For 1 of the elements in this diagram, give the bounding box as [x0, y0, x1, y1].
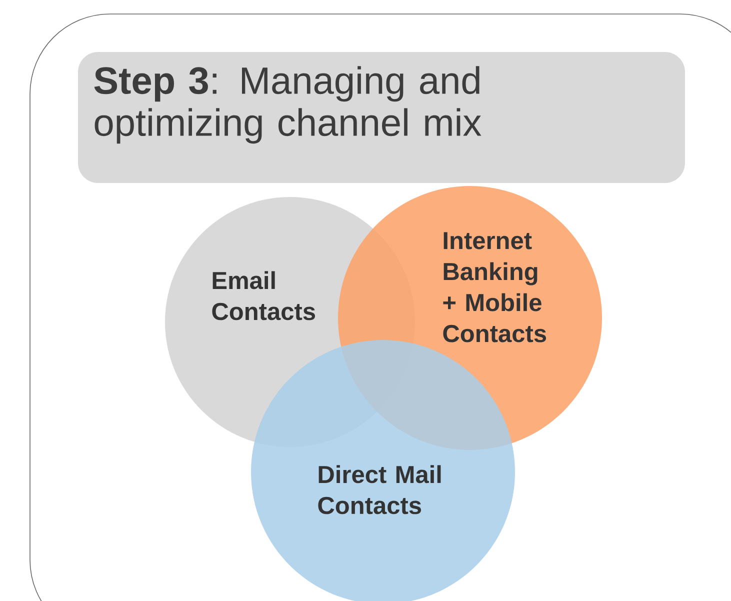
title-band: Step 3: Managing and optimizing channel mix: [78, 52, 685, 183]
